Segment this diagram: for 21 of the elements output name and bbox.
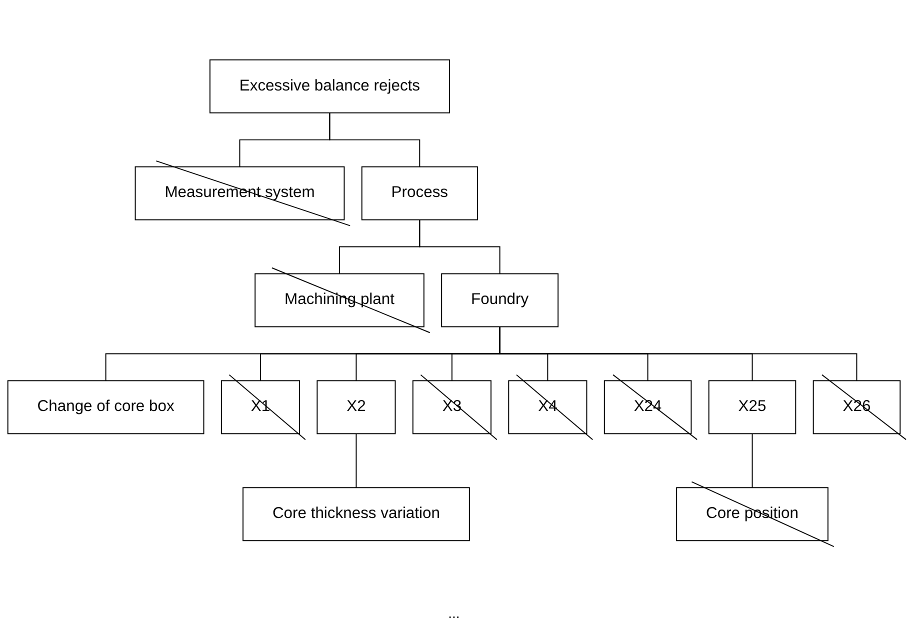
node-box [209,60,450,114]
connector [356,433,357,488]
connector [329,112,420,168]
node-box [220,380,300,434]
node-box [812,380,901,434]
connector [419,220,500,274]
node-box [676,487,828,542]
ellipsis-note: ... [448,605,460,621]
node-box [316,380,396,434]
connector [752,433,753,488]
node-box [508,380,588,434]
node-box [134,166,345,221]
node-box [604,380,692,434]
node-box [441,274,559,328]
node-box [242,487,470,542]
connector [499,326,858,382]
node-box [7,380,204,434]
node-box [361,166,478,221]
node-box [412,380,492,434]
node-box [254,274,424,328]
node-box [708,380,796,434]
